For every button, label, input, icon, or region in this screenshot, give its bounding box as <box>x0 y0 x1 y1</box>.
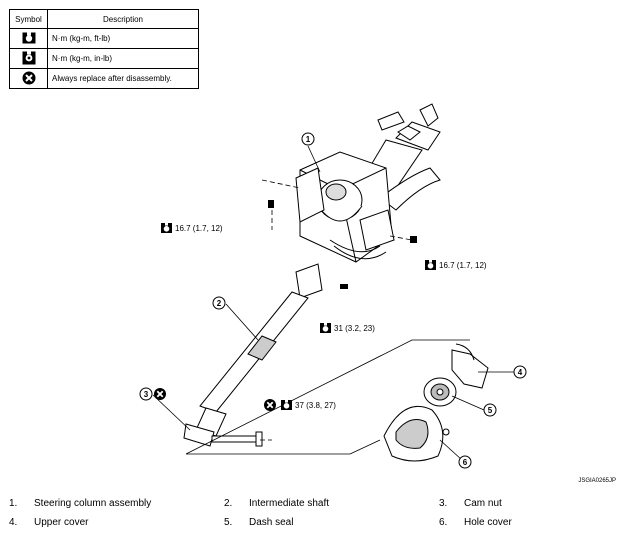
torque-wrench-icon <box>320 323 331 333</box>
svg-text:5: 5 <box>488 406 493 415</box>
callout-5: 5 <box>483 403 497 417</box>
svg-text:3: 3 <box>144 390 149 399</box>
dashed-guide-line <box>260 179 413 441</box>
replace-x-icon <box>263 398 277 412</box>
list-item: 2.Intermediate shaft <box>224 498 330 509</box>
callout-2: 2 <box>212 296 226 310</box>
steering-column-diagram: 1 2 3 4 5 6 16.7 (1.7, 12) 16.7 (1.7, 12… <box>139 103 616 484</box>
svg-text:37 (3.8, 27): 37 (3.8, 27) <box>295 401 336 410</box>
callout-3: 3 <box>139 387 153 401</box>
svg-text:6: 6 <box>463 458 468 467</box>
replace-x-icon <box>22 71 35 84</box>
svg-text:16.7 (1.7, 12): 16.7 (1.7, 12) <box>175 224 223 233</box>
intermediate-shaft <box>183 291 309 447</box>
torque-label: 16.7 (1.7, 12) <box>425 260 487 270</box>
svg-text:16.7 (1.7, 12): 16.7 (1.7, 12) <box>439 261 487 270</box>
list-item: 4.Upper cover <box>9 517 89 528</box>
replace-x-icon <box>153 387 167 401</box>
dash-panel-outline <box>185 339 470 455</box>
steering-column-assembly <box>295 103 441 299</box>
dash-seal <box>423 377 457 407</box>
callout-1: 1 <box>301 132 315 146</box>
hole-cover <box>383 405 450 462</box>
torque-wrench-icon <box>425 260 436 270</box>
figure-id: JSGIA0265JP <box>578 478 616 484</box>
svg-text:4: 4 <box>518 368 523 377</box>
torque-wrench-icon <box>22 32 35 43</box>
list-item: 5.Dash seal <box>224 517 294 528</box>
list-item: 1.Steering column assembly <box>9 498 152 509</box>
legend-row-text: Always replace after disassembly. <box>47 68 199 89</box>
callout-4: 4 <box>513 365 527 379</box>
callout-6: 6 <box>458 455 472 469</box>
torque-label: 16.7 (1.7, 12) <box>161 223 223 233</box>
list-item: 6.Hole cover <box>439 517 512 528</box>
bolt <box>268 200 417 289</box>
torque-wrench-icon <box>161 223 172 233</box>
legend-row: Always replace after disassembly. <box>9 68 199 89</box>
torque-wrench-icon <box>281 400 292 410</box>
svg-text:1: 1 <box>306 135 311 144</box>
svg-text:31 (3.2, 23): 31 (3.2, 23) <box>334 324 375 333</box>
upper-cover <box>451 343 489 389</box>
leader-line <box>152 145 514 461</box>
svg-text:2: 2 <box>217 299 222 308</box>
torque-label: 31 (3.2, 23) <box>320 323 375 333</box>
torque-wrench-inlb-icon <box>22 51 35 64</box>
torque-label: 37 (3.8, 27) <box>263 398 336 412</box>
legend-table: Symbol Description N·m (kg-m, ft-lb) <box>9 9 199 89</box>
list-item: 3.Cam nut <box>439 498 502 509</box>
